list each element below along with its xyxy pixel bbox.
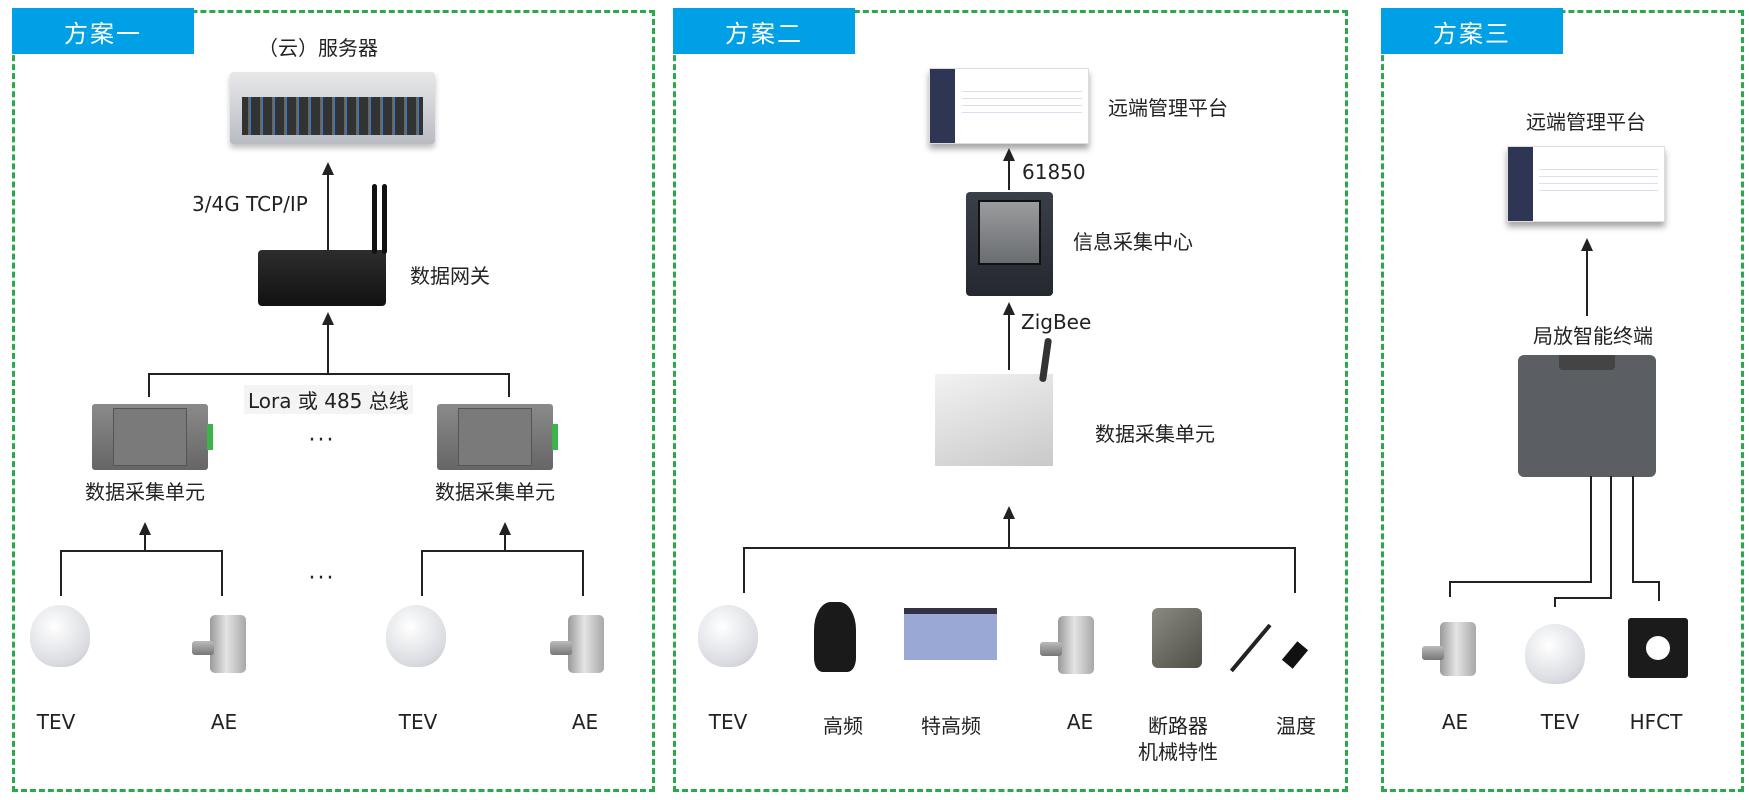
scheme1-title: 方案一 [12,8,194,54]
cb-sensor-image [1152,608,1202,668]
sensor-drop [743,547,745,593]
sensor-label: AE [210,710,238,734]
sensor-label: TEV [36,710,76,734]
terminal-image [1518,355,1656,477]
dcu-label-2: 数据采集单元 [435,480,555,504]
dcu-image-1 [92,404,213,470]
server-image [230,72,435,144]
sensor-trunk-2 [504,528,506,552]
ae-sensor-image [1040,616,1094,674]
bus-drop-left [148,373,150,397]
gateway-label: 数据网关 [410,264,490,288]
sensor-trunk-1 [144,528,146,552]
sensor-drop [221,550,223,596]
arrow-up-icon [499,522,511,535]
sensor-label: 机械特性 [1138,740,1218,764]
scheme1-panel [12,10,655,792]
platform-screenshot [1507,146,1665,222]
sensor-trunk [1008,512,1010,548]
center-to-platform-line [1008,154,1010,190]
dcu-image-2 [437,404,558,470]
dcu-label-1: 数据采集单元 [85,480,205,504]
sensor-label: 特高频 [921,714,981,738]
info-center-image [966,192,1053,296]
cable-ae [1449,581,1451,597]
sensor-label: AE [571,710,599,734]
dcu-label: 数据采集单元 [1095,422,1215,446]
arrow-up-icon [1003,506,1015,519]
arrow-up-icon [1003,148,1015,161]
tev-sensor-image [1525,624,1585,684]
platform-label: 远端管理平台 [1108,96,1228,120]
bus-trunk-line [327,318,329,374]
terminal-label: 局放智能终端 [1533,324,1653,348]
wireless-label: ZigBee [1021,310,1092,334]
temp-sensor-image [1258,615,1318,675]
cable-hfct [1658,581,1660,601]
center-label: 信息采集中心 [1073,230,1193,254]
cable-hfct [1632,581,1660,583]
hf-sensor-image [814,602,856,672]
platform-screenshot [929,68,1089,144]
cable-tev [1610,476,1612,598]
dcu-zigbee-image [935,337,1053,466]
sensor-drop [60,550,62,596]
arrow-up-icon [322,162,334,175]
bus-label: Lora 或 485 总线 [244,385,413,414]
ae-sensor-image [192,615,246,673]
sensor-drop [421,550,423,596]
sensor-label: 高频 [823,714,863,738]
ae-sensor-image [550,615,604,673]
uhf-sensor-image [904,608,997,660]
sensor-label: TEV [708,710,748,734]
ellipsis: ··· [308,428,336,453]
bus-drop-right [508,373,510,397]
sensor-label: TEV [398,710,438,734]
ae-sensor-image [1422,622,1476,676]
tev-sensor-image [698,605,758,667]
platform-label: 远端管理平台 [1526,110,1646,134]
sensor-label: 断路器 [1148,714,1208,738]
scheme2-title: 方案二 [673,8,855,54]
cable-hfct [1632,476,1634,582]
terminal-to-platform-line [1586,244,1588,316]
scheme3-title: 方案三 [1381,8,1563,54]
sensor-bus [743,547,1296,549]
sensor-drop [1294,547,1296,593]
gateway-to-server-line [327,168,329,268]
arrow-up-icon [322,312,334,325]
ellipsis: ··· [308,566,336,591]
dcu-to-center-line [1008,308,1010,370]
arrow-up-icon [139,522,151,535]
sensor-label: 温度 [1276,714,1316,738]
gateway-image [258,184,387,306]
antenna-icon [372,184,377,254]
link-label: 3/4G TCP/IP [192,192,308,216]
sensor-label: AE [1066,710,1094,734]
sensor-label: AE [1441,710,1469,734]
antenna-icon [382,184,387,254]
arrow-up-icon [1581,238,1593,251]
bus-line [148,373,510,375]
scheme2-panel [673,10,1348,792]
server-label: （云）服务器 [258,36,378,60]
sensor-bus-2 [421,550,584,552]
cable-tev [1554,597,1556,607]
sensor-label: HFCT [1629,710,1683,734]
tev-sensor-image [30,605,90,667]
sensor-bus-1 [60,550,223,552]
tev-sensor-image [386,605,446,667]
cable-ae [1590,476,1592,582]
cable-ae [1449,581,1592,583]
sensor-label: TEV [1540,710,1580,734]
sensor-drop [582,550,584,596]
hfct-sensor-image [1628,618,1688,678]
arrow-up-icon [1003,302,1015,315]
protocol-label: 61850 [1022,160,1086,184]
cable-tev [1554,597,1612,599]
